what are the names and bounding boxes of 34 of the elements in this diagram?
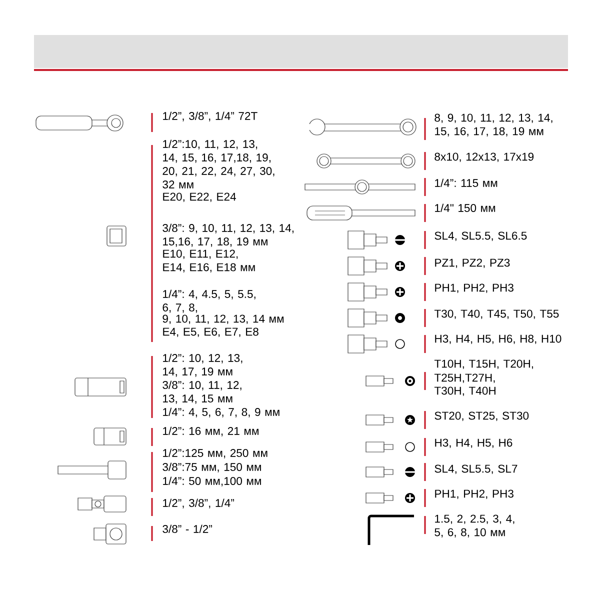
- spec-text: 1/2”: 16 мм, 21 мм: [163, 426, 258, 436]
- spec-text: PH1, PH2, PH3: [435, 490, 514, 500]
- spec-text: 1/4" 150 мм: [435, 204, 496, 212]
- spec-text: 1/2”: 10, 12, 13, 14, 17, 19 мм: [163, 354, 242, 377]
- spec-text: SL4, SL5.5, SL6.5: [434, 232, 527, 242]
- spec-text: T30, T40, T45, T50, T55: [434, 310, 559, 320]
- spec-text: T25H,T27H,: [434, 374, 495, 384]
- spec-text: 3/8”: 9, 10, 11, 12, 13, 14, 15,16, 17, 18, 19 мм: [162, 224, 294, 247]
- spec-text: 1/4”: 115 мм: [435, 178, 498, 187]
- spec-text: 1.5, 2, 2.5, 3, 4, 5, 6, 8, 10 мм: [434, 514, 514, 538]
- spec-text: 1/2”, 3/8”, 1/4”: [163, 498, 234, 508]
- spec-text: PZ1, PZ2, PZ3: [435, 258, 510, 268]
- spec-text: PH1, PH2, PH3: [435, 284, 514, 294]
- spec-text: H3, H4, H5, H6: [435, 438, 512, 448]
- spec-text: 1/2”:125 мм, 250 мм: [163, 448, 268, 458]
- spec-text: 1/4”: 4, 5, 6, 7, 8, 9 мм: [163, 408, 280, 418]
- spec-text: T30H, T40H: [434, 386, 496, 396]
- spec-text: 1/4”: 50 мм,100 мм: [163, 476, 261, 486]
- spec-text: 3/8”: 10, 11, 12, 13, 14, 15 мм: [162, 380, 242, 404]
- spec-text: 9, 10, 11, 12, 13, 14 мм: [162, 314, 284, 324]
- spec-text: SL4, SL5.5, SL7: [434, 464, 518, 474]
- spec-text: 1/4”: 4, 4.5, 5, 5.5, 6, 7, 8,: [162, 290, 256, 313]
- spec-text: ST20, ST25, ST30: [434, 412, 529, 422]
- spec-text: E4, E5, E6, E7, E8: [163, 328, 258, 338]
- spec-text: 8, 9, 10, 11, 12, 13, 14, 15, 16, 17, 18, 19 мм: [434, 114, 552, 137]
- spec-text: 3/8” - 1/2”: [162, 524, 212, 533]
- spec-text: H3, H4, H5, H6, H8, H10: [435, 334, 562, 344]
- spec-text: 8x10, 12x13, 17x19: [434, 152, 534, 162]
- spec-text: 3/8”:75 мм, 150 мм: [162, 462, 261, 472]
- spec-text: T10H, T15H, T20H,: [434, 360, 534, 370]
- spec-text: 1/2”:10, 11, 12, 13, 14, 15, 16, 17,18, 19, 20, 21, 22, 24, 27, 30, 32 мм: [162, 140, 274, 188]
- spec-text: E10, E11, E12, E14, E16, E18 мм: [163, 250, 255, 273]
- spec-text: 1/2”, 3/8”, 1/4” 72T: [163, 112, 258, 122]
- spec-text: E20, E22, E24: [163, 192, 236, 202]
